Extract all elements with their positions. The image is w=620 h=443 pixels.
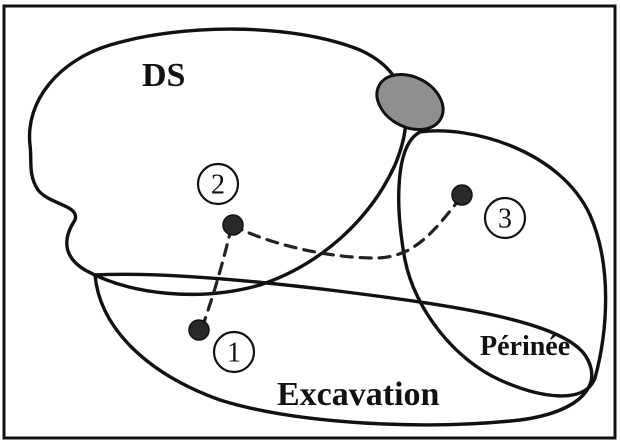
point-2 [223, 215, 243, 235]
excavation-label: Excavation [277, 376, 440, 413]
marker-2: 2 [198, 164, 238, 204]
dashed-path-2-3 [232, 196, 462, 258]
marker-2-label: 2 [211, 170, 225, 201]
marker-3: 3 [485, 198, 525, 238]
marker-1: 1 [214, 332, 254, 372]
perinee-label: Périnée [480, 331, 570, 362]
point-1 [189, 320, 209, 340]
shaded-junction [367, 63, 452, 140]
ds-label: DS [142, 57, 185, 94]
point-3 [452, 185, 472, 205]
marker-3-label: 3 [498, 204, 512, 235]
marker-1-label: 1 [227, 338, 241, 369]
ds-region [30, 29, 407, 294]
